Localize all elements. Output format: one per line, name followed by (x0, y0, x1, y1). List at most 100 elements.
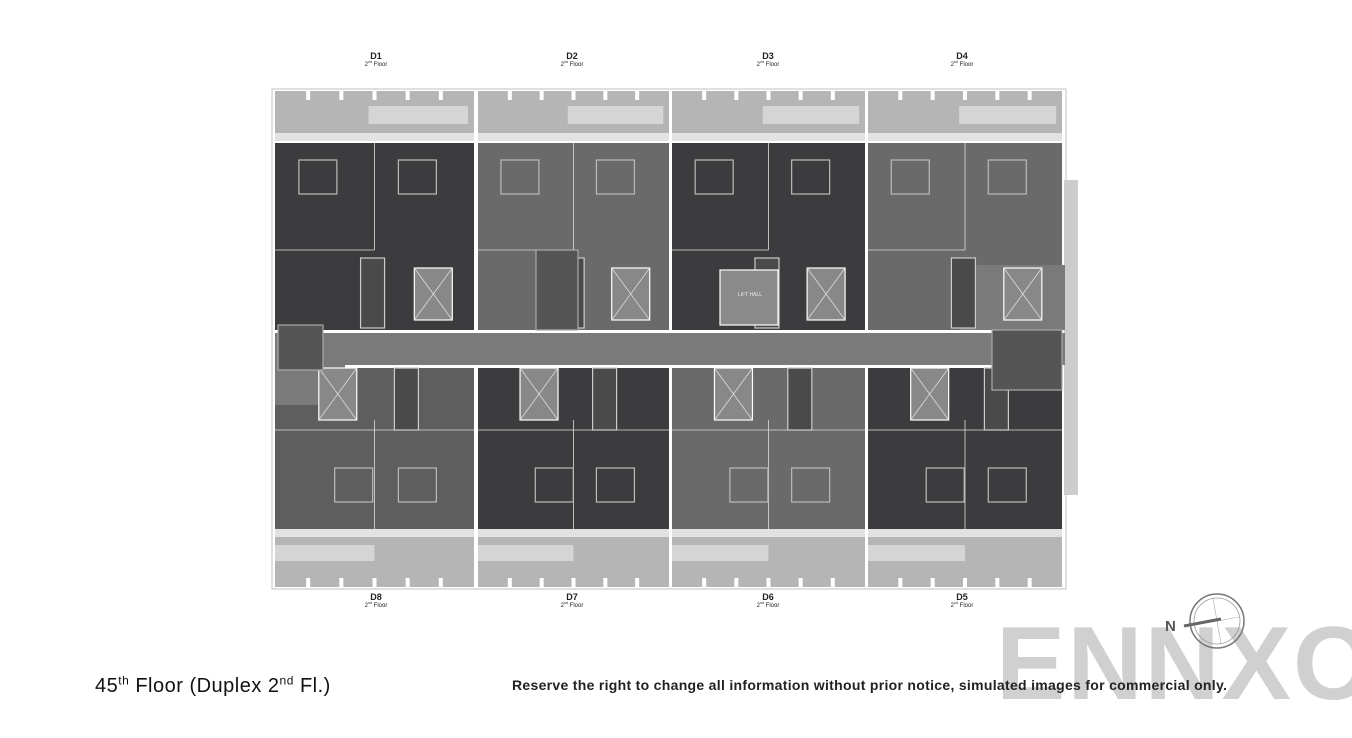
mullion (1027, 91, 1032, 100)
mullion (372, 91, 377, 100)
unit-code: D5 (956, 592, 968, 602)
balcony-deck (275, 545, 375, 561)
stair (535, 249, 579, 331)
bed (729, 467, 769, 503)
balcony-deck (672, 545, 769, 561)
bed (334, 467, 374, 503)
lift-x (413, 267, 453, 321)
lift-x (1003, 267, 1043, 321)
lift-x (318, 367, 358, 421)
unit-floor: 2nd Floor (560, 601, 584, 609)
bed (694, 159, 734, 195)
unit-code: D7 (566, 592, 578, 602)
mullion (963, 91, 967, 100)
page-title: 45th Floor (Duplex 2nd Fl.) (95, 673, 331, 697)
mullion (438, 91, 443, 100)
balcony-deck (368, 106, 469, 124)
unit-code: D6 (762, 592, 774, 602)
balcony-deck (762, 106, 860, 124)
unit-code: D2 (566, 51, 578, 61)
bed (890, 159, 930, 195)
bathroom (393, 367, 419, 431)
mullion (571, 91, 576, 100)
unit-code: D1 (370, 51, 382, 61)
disclaimer-text: Reserve the right to change all informat… (512, 677, 1228, 693)
mullion (635, 91, 640, 100)
window-band (275, 133, 474, 141)
mullion (734, 91, 739, 100)
unit-code: D4 (956, 51, 968, 61)
bed (987, 159, 1027, 195)
mullion (830, 91, 835, 100)
bed (925, 467, 965, 503)
bathroom (359, 257, 386, 329)
mullion (306, 91, 311, 100)
mullion (339, 91, 344, 100)
compass-icon (1183, 593, 1245, 649)
stair (277, 324, 324, 371)
window-band (868, 529, 1062, 537)
window-band (672, 133, 865, 141)
lift-x (519, 367, 559, 421)
corridor (275, 333, 1065, 365)
mullion (438, 578, 443, 587)
mullion (766, 578, 771, 587)
mullion (995, 91, 1000, 100)
mullion (571, 578, 576, 587)
mullion (898, 91, 903, 100)
facade-strip (1064, 180, 1078, 495)
unit-floor: 2nd Floor (756, 60, 780, 68)
window-band (275, 529, 474, 537)
bed (595, 467, 636, 503)
bed (791, 159, 831, 195)
unit-floor: 2nd Floor (364, 601, 388, 609)
mullion (405, 91, 410, 100)
unit-floor: 2nd Floor (364, 60, 388, 68)
lift-x (714, 367, 753, 421)
bed (595, 159, 636, 195)
mullion (798, 91, 803, 100)
mullion (539, 578, 544, 587)
bed (791, 467, 831, 503)
window-band (868, 133, 1062, 141)
bed (397, 467, 437, 503)
lift-x (910, 367, 950, 421)
bed (298, 159, 338, 195)
bathroom (591, 367, 618, 431)
mullion (1027, 578, 1032, 587)
balcony-deck (868, 545, 965, 561)
mullion (766, 91, 771, 100)
unit-code: D8 (370, 592, 382, 602)
unit-code: D3 (762, 51, 774, 61)
unit-floor: 2nd Floor (756, 601, 780, 609)
bathroom (950, 257, 977, 329)
window-band (672, 529, 865, 537)
mullion (798, 578, 803, 587)
mullion (635, 578, 640, 587)
mullion (603, 578, 608, 587)
bed (397, 159, 437, 195)
mullion (963, 578, 967, 587)
mullion (507, 578, 512, 587)
mullion (405, 578, 410, 587)
mullion (898, 578, 903, 587)
lift-hall-label: LIFT HALL (737, 292, 763, 298)
mullion (507, 91, 512, 100)
lift-hall (719, 269, 779, 326)
lift-x (611, 267, 651, 321)
watermark: ENNXO (996, 606, 1352, 722)
window-band (478, 529, 669, 537)
unit-floor: 2nd Floor (950, 60, 974, 68)
mullion (734, 578, 739, 587)
mullion (539, 91, 544, 100)
bed (534, 467, 574, 503)
